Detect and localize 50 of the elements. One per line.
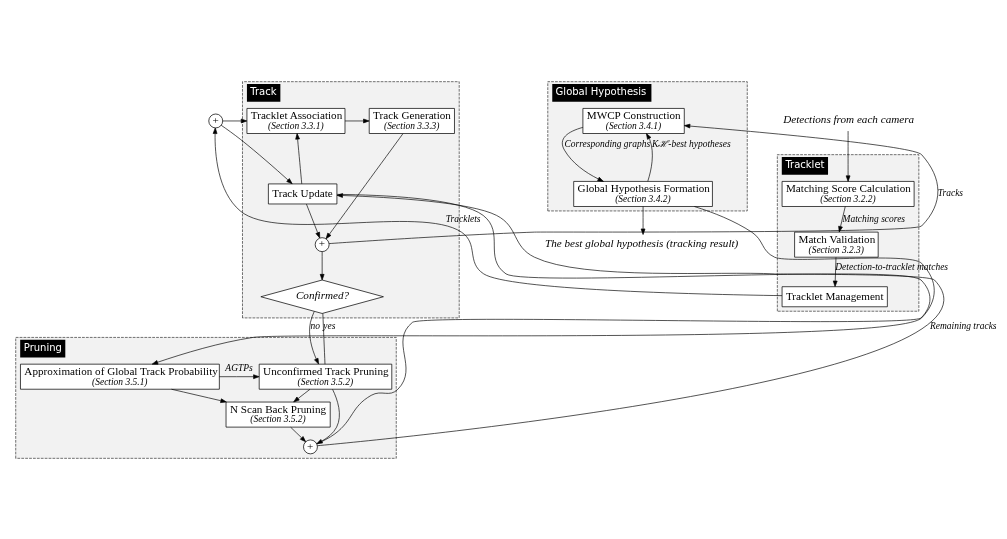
arrow xyxy=(838,205,846,232)
edge-label: Corresponding graphs xyxy=(564,138,651,149)
arrow xyxy=(325,132,404,239)
arrow xyxy=(306,203,321,238)
node-box: Track Update xyxy=(268,183,338,204)
arrow xyxy=(316,388,340,444)
node-diamond: Confirmed? xyxy=(260,279,384,314)
arrow xyxy=(219,373,260,379)
node-box: Tracklet Management xyxy=(781,285,888,307)
node-box: Tracklet Association (Section 3.3.1) xyxy=(246,107,346,134)
node-box: Global Hypothesis Formation (Section 3.4.2) xyxy=(573,180,713,207)
arrow xyxy=(293,388,311,402)
node-circle: + xyxy=(208,113,224,128)
arrow xyxy=(151,205,935,364)
node-text: The best global hypothesis (tracking result) xyxy=(545,236,739,249)
node-box: MWCP Construction (Section 3.4.1) xyxy=(582,107,685,134)
arrow xyxy=(212,127,783,296)
arrow xyxy=(328,123,939,244)
arrow xyxy=(845,130,851,182)
node-circle: + xyxy=(303,439,318,454)
arrow xyxy=(222,118,248,123)
node-box: Track Generation (Section 3.3.3) xyxy=(368,107,455,134)
arrow xyxy=(640,205,646,235)
arrow xyxy=(309,310,319,364)
edge-label: Detection-to-tracklet matches xyxy=(835,261,949,272)
arrow xyxy=(220,124,293,184)
edge-label: AGTPs xyxy=(225,362,253,373)
arrow xyxy=(295,132,303,184)
node-circle: + xyxy=(314,236,330,252)
edge-label: no xyxy=(310,320,320,331)
arrow xyxy=(344,118,370,123)
edge-label: Kℋ-best hypotheses xyxy=(651,138,731,149)
edge-label: Remaining tracks xyxy=(929,320,997,331)
node-box: Match Validation (Section 3.2.3) xyxy=(794,231,879,258)
edge-label: Matching scores xyxy=(842,213,906,224)
node-box: N Scan Back Pruning (Section 3.5.2) xyxy=(225,401,331,427)
arrow xyxy=(832,256,838,287)
arrow xyxy=(171,388,227,403)
node-box: Unconfirmed Track Pruning (Section 3.5.2) xyxy=(258,363,393,390)
node-box: Matching Score Calculation (Section 3.2.2) xyxy=(781,180,915,207)
connector xyxy=(322,312,326,364)
edge-label: Tracks xyxy=(937,187,964,198)
arrow xyxy=(562,126,604,182)
edge-label: Tracklets xyxy=(445,213,481,224)
arrow xyxy=(646,132,653,182)
node-text: Detections from each camera xyxy=(783,112,915,125)
arrow xyxy=(319,250,325,280)
arrow xyxy=(290,426,306,442)
edge-label: yes xyxy=(323,320,336,331)
node-box: Approximation of Global Track Probability (Section 3.5.1) xyxy=(20,363,220,390)
